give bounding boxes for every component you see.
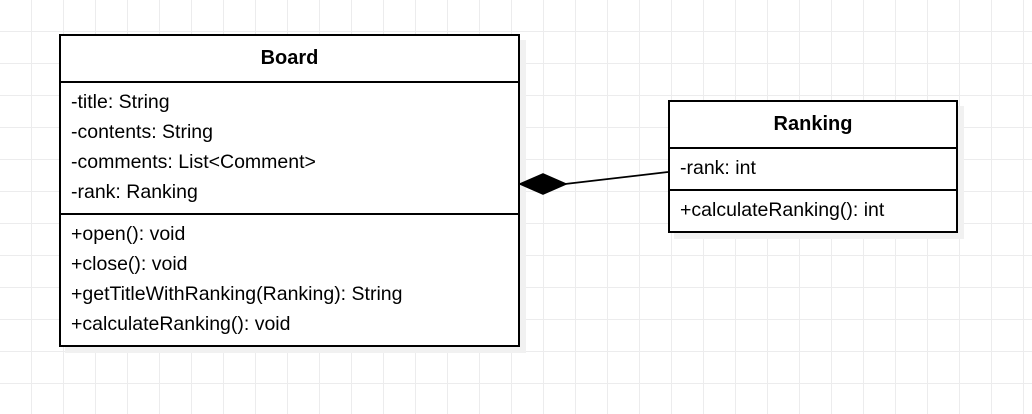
uml-class-board-methods: +open(): void +close(): void +getTitleWi… (61, 213, 518, 345)
uml-class-ranking-methods: +calculateRanking(): int (670, 189, 956, 231)
uml-class-ranking-attributes: -rank: int (670, 147, 956, 189)
uml-class-board-name: Board (260, 47, 319, 69)
uml-attribute: -comments: List<Comment> (71, 151, 316, 173)
uml-method: +calculateRanking(): void (71, 313, 291, 335)
uml-class-board-attributes: -title: String -contents: String -commen… (61, 81, 518, 213)
composition-connector-board-ranking[interactable] (505, 150, 685, 230)
uml-method: +open(): void (71, 223, 186, 245)
uml-attribute: -rank: int (680, 157, 756, 179)
uml-attribute: -contents: String (71, 121, 213, 143)
uml-method: +close(): void (71, 253, 188, 275)
uml-class-ranking-name: Ranking (773, 113, 853, 135)
uml-attribute: -title: String (71, 91, 170, 113)
composition-line (564, 171, 669, 185)
filled-diamond-icon (518, 173, 568, 195)
uml-method: +calculateRanking(): int (680, 199, 885, 221)
uml-method: +getTitleWithRanking(Ranking): String (71, 283, 403, 305)
uml-class-board[interactable]: Board -title: String -contents: String -… (59, 34, 520, 347)
uml-class-ranking[interactable]: Ranking -rank: int +calculateRanking(): … (668, 100, 958, 233)
uml-attribute: -rank: Ranking (71, 181, 198, 203)
